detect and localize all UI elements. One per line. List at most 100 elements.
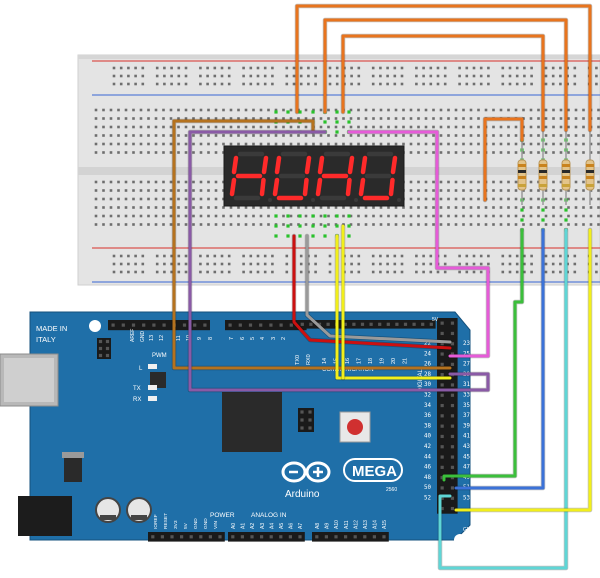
header-pin[interactable] [450, 424, 455, 428]
header-pin[interactable] [382, 535, 386, 539]
header-pin[interactable] [160, 535, 164, 539]
header-pin[interactable] [121, 323, 125, 327]
header-pin[interactable] [317, 322, 322, 326]
header-pin[interactable] [326, 322, 330, 326]
header-pin[interactable] [289, 323, 293, 327]
header-pin[interactable] [182, 323, 187, 327]
header-pin[interactable] [440, 331, 444, 336]
header-pin[interactable] [315, 535, 319, 539]
header-pin[interactable] [203, 323, 207, 327]
header-pin[interactable] [105, 346, 110, 351]
reset-button[interactable] [339, 411, 371, 443]
header-pin[interactable] [440, 403, 444, 408]
header-pin[interactable] [260, 535, 264, 539]
header-pin[interactable] [450, 393, 455, 397]
header-pin[interactable] [250, 535, 254, 539]
header-pin[interactable] [105, 339, 110, 344]
header-pin[interactable] [300, 418, 304, 422]
header-pin[interactable] [403, 322, 408, 326]
header-pin[interactable] [279, 535, 283, 539]
header-pin[interactable] [450, 455, 455, 459]
header-pin[interactable] [421, 322, 425, 326]
header-pin[interactable] [180, 535, 184, 539]
header-pin[interactable] [440, 476, 444, 480]
header-pin[interactable] [240, 535, 244, 539]
header-pin[interactable] [111, 323, 115, 327]
header-pin[interactable] [142, 323, 146, 327]
header-pin[interactable] [152, 323, 156, 327]
header-pin[interactable] [199, 535, 203, 539]
header-pin[interactable] [450, 342, 455, 346]
header-pin[interactable] [308, 418, 312, 422]
header-pin[interactable] [386, 322, 390, 326]
header-pin[interactable] [440, 486, 444, 490]
header-pin[interactable] [308, 410, 312, 414]
header-pin[interactable] [440, 321, 444, 325]
header-pin[interactable] [344, 535, 348, 539]
header-pin[interactable] [98, 339, 103, 344]
header-pin[interactable] [440, 434, 444, 439]
header-pin[interactable] [298, 535, 302, 539]
header-pin[interactable] [151, 535, 155, 539]
header-pin[interactable] [450, 414, 455, 418]
header-pin[interactable] [395, 322, 399, 326]
header-pin[interactable] [440, 362, 444, 366]
header-pin[interactable] [269, 323, 273, 327]
header-pin[interactable] [269, 535, 273, 539]
header-pin[interactable] [440, 393, 444, 397]
header-pin[interactable] [450, 352, 455, 356]
header-pin[interactable] [353, 535, 357, 539]
header-pin[interactable] [450, 321, 455, 325]
header-pin[interactable] [440, 383, 444, 387]
header-pin[interactable] [189, 535, 193, 539]
header-pin[interactable] [450, 476, 455, 480]
header-pin[interactable] [440, 414, 444, 418]
header-pin[interactable] [440, 424, 444, 428]
header-pin[interactable] [440, 342, 444, 346]
header-pin[interactable] [279, 323, 283, 327]
header-pin[interactable] [98, 346, 103, 351]
header-pin[interactable] [259, 323, 263, 327]
header-pin[interactable] [98, 353, 103, 358]
header-pin[interactable] [324, 535, 328, 539]
header-pin[interactable] [450, 465, 455, 469]
header-pin[interactable] [334, 535, 338, 539]
header-pin[interactable] [309, 322, 313, 326]
header-pin[interactable] [288, 535, 292, 539]
header-pin[interactable] [440, 373, 444, 377]
header-pin[interactable] [208, 535, 212, 539]
header-pin[interactable] [363, 535, 367, 539]
header-pin[interactable] [450, 434, 455, 439]
header-pin[interactable] [131, 323, 136, 327]
header-pin[interactable] [231, 535, 235, 539]
header-pin[interactable] [450, 486, 455, 490]
header-pin[interactable] [218, 535, 222, 539]
header-pin[interactable] [440, 455, 444, 459]
header-pin[interactable] [450, 331, 455, 336]
header-pin[interactable] [105, 353, 110, 358]
header-pin[interactable] [429, 322, 433, 326]
header-pin[interactable] [440, 445, 444, 449]
header-pin[interactable] [352, 322, 356, 326]
header-pin[interactable] [193, 323, 197, 327]
header-pin[interactable] [238, 323, 242, 327]
header-pin[interactable] [360, 322, 365, 326]
header-pin[interactable] [300, 410, 304, 414]
header-pin[interactable] [450, 496, 455, 500]
header-pin[interactable] [369, 322, 373, 326]
header-pin[interactable] [343, 322, 347, 326]
header-pin[interactable] [162, 323, 166, 327]
header-pin[interactable] [450, 506, 455, 511]
header-pin[interactable] [300, 322, 304, 326]
header-pin[interactable] [378, 322, 382, 326]
header-pin[interactable] [372, 535, 376, 539]
header-pin[interactable] [228, 323, 232, 327]
header-pin[interactable] [440, 496, 444, 500]
header-pin[interactable] [308, 426, 312, 430]
header-pin[interactable] [440, 506, 444, 511]
header-pin[interactable] [450, 383, 455, 387]
header-pin[interactable] [450, 362, 455, 366]
header-pin[interactable] [440, 465, 444, 469]
header-pin[interactable] [412, 322, 416, 326]
header-pin[interactable] [450, 445, 455, 449]
